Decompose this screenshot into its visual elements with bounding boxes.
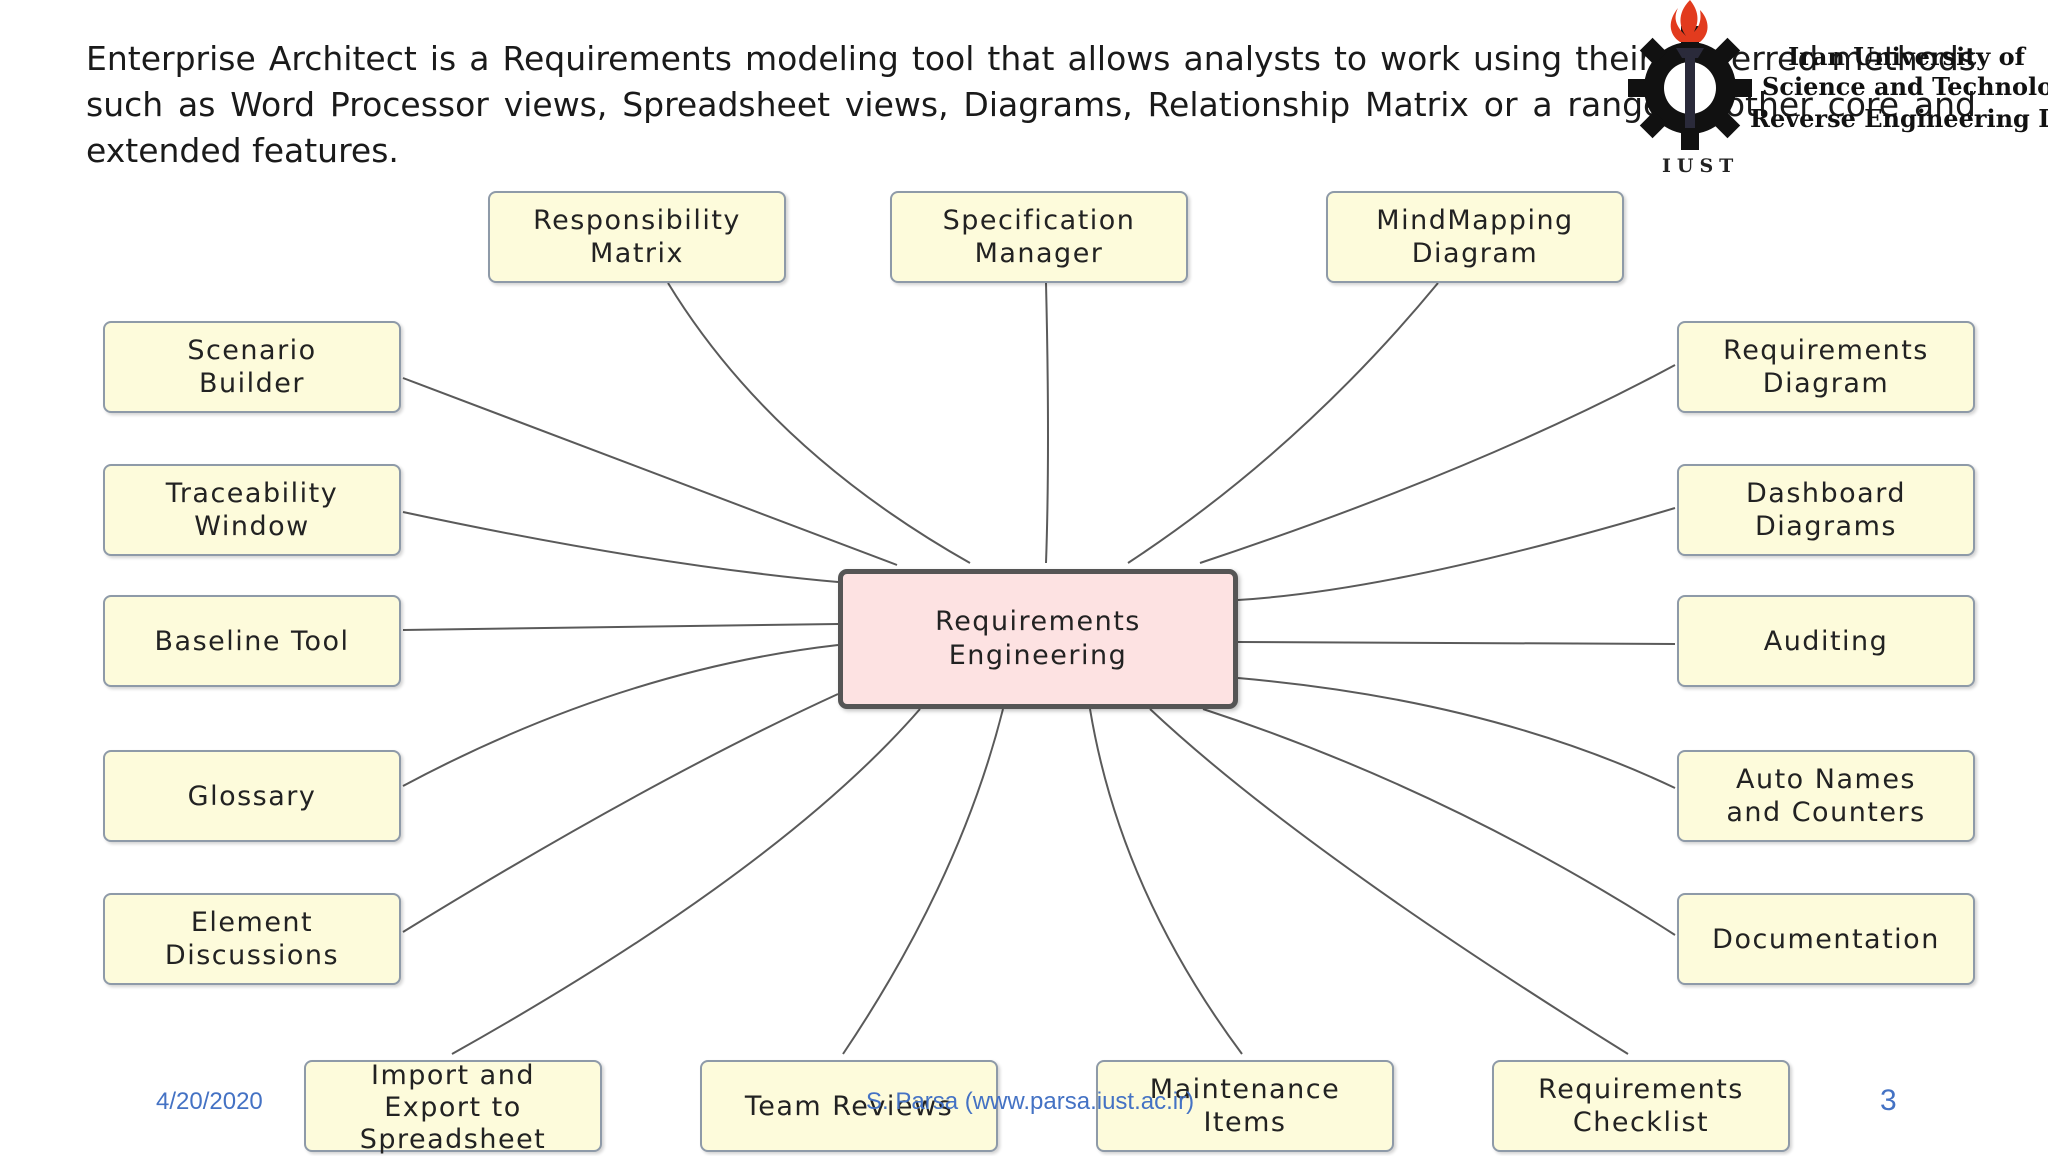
node-specification-manager: Specification Manager [890,191,1188,283]
connector-dashboard-diagrams [1237,507,1676,601]
node-documentation: Documentation [1677,893,1975,985]
connector-mindmapping-diagram [1127,282,1439,564]
node-requirements-checklist: Requirements Checklist [1492,1060,1790,1152]
connector-requirements-diagram [1199,364,1676,564]
node-responsibility-matrix: Responsibility Matrix [488,191,786,283]
node-baseline-tool: Baseline Tool [103,595,401,687]
node-import-export-spreadsheet: Import and Export to Spreadsheet [304,1060,602,1155]
connector-auto-names [1237,677,1676,789]
node-team-reviews: Team Reviews [700,1060,998,1152]
node-mindmapping-diagram: MindMapping Diagram [1326,191,1624,283]
node-element-discussions: Element Discussions [103,893,401,985]
connector-element-discussions [402,693,839,933]
footer-date: 4/20/2020 [156,1088,263,1115]
university-logo: IUST Iran University of Science and Tech… [1610,0,2048,180]
connector-scenario-builder [402,377,898,566]
node-maintenance-items: Maintenance Items [1096,1060,1394,1152]
connector-glossary [402,644,839,787]
connector-baseline-tool [402,623,839,631]
logo-emblem-text: IUST [1662,155,1739,177]
connector-team-reviews [842,708,1004,1055]
connector-specification-manager [1045,282,1049,564]
connector-maintenance-items [1089,708,1243,1055]
node-auditing: Auditing [1677,595,1975,687]
connector-import-export [451,708,921,1055]
footer-page-number: 3 [1880,1084,1897,1117]
connector-requirements-checklist [1149,708,1629,1055]
node-auto-names-counters: Auto Names and Counters [1677,750,1975,842]
connector-responsibility-matrix [667,282,971,564]
logo-line-3: Reverse Engineering Lab [1750,104,2048,133]
gear-torch-emblem-icon: IUST [1628,0,1752,177]
node-traceability-window: Traceability Window [103,464,401,556]
connector-auditing [1237,641,1676,645]
node-scenario-builder: Scenario Builder [103,321,401,413]
connector-traceability-window [402,511,839,583]
node-glossary: Glossary [103,750,401,842]
node-requirements-diagram: Requirements Diagram [1677,321,1975,413]
node-requirements-engineering: Requirements Engineering [838,569,1238,709]
connector-documentation [1202,708,1676,936]
logo-line-2: Science and Technology [1762,72,2048,101]
node-dashboard-diagrams: Dashboard Diagrams [1677,464,1975,556]
logo-line-1: Iran University of [1788,42,2025,71]
footer-author: S. Parsa (www.parsa.iust.ac.ir) [866,1088,1195,1115]
